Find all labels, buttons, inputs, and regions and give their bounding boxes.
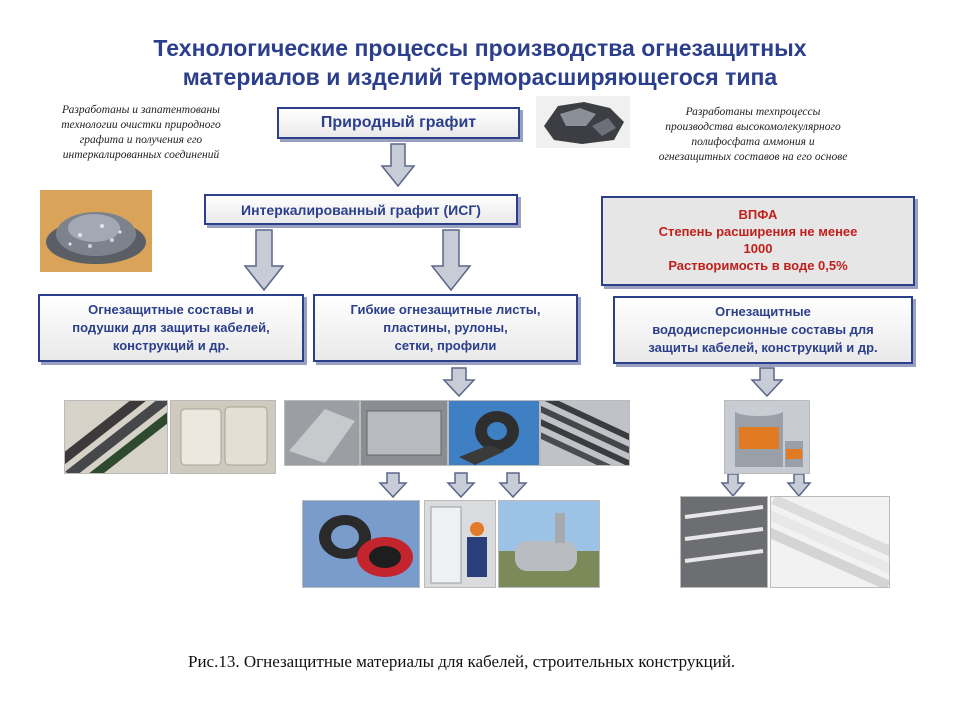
graphite-sheet-photo <box>284 400 360 466</box>
coated-cables-image <box>771 497 889 587</box>
cable-cushions-image <box>65 401 167 473</box>
cable-tray-coated-photo <box>680 496 768 588</box>
right-note-line: огнезащитных составов на его основе <box>658 151 848 163</box>
fireproof-pillows-photo <box>170 400 276 474</box>
right-note-line: Разработаны техпроцессы <box>685 106 821 118</box>
vpfa-expansion-value: 1000 <box>743 241 773 256</box>
arrow-down-icon <box>243 229 285 292</box>
coated-cables-photo <box>770 496 890 588</box>
arrow-down-icon <box>380 143 416 188</box>
arrow-down-icon <box>430 229 472 292</box>
graphite-sheet-image <box>285 401 359 465</box>
flexible-sheets-box: Гибкие огнезащитные листы, пластины, рул… <box>313 294 578 362</box>
arrow-down-icon <box>498 472 528 499</box>
vpfa-box: ВПФА Степень расширения не менее 1000 Ра… <box>601 196 915 286</box>
left-note: Разработаны и запатентованы технологии о… <box>22 103 260 163</box>
intercalated-graphite-label: Интеркалированный графит (ИСГ) <box>241 201 481 218</box>
graphite-profiles-image <box>541 401 629 465</box>
arrow-down-icon <box>720 473 746 498</box>
sheets-line: Гибкие огнезащитные листы, <box>350 302 541 317</box>
fireproof-pillows-image <box>171 401 275 473</box>
tank-installation-photo <box>498 500 600 588</box>
natural-graphite-label: Природный графит <box>320 114 477 131</box>
left-note-line: Разработаны и запатентованы <box>62 104 220 116</box>
left-note-line: графита и получения его <box>79 134 203 146</box>
vpfa-expansion-line: Степень расширения не менее <box>658 224 858 239</box>
graphite-profiles-photo <box>540 400 630 466</box>
vpfa-solubility: Растворимость в воде 0,5% <box>668 258 848 273</box>
sheets-line: сетки, профили <box>394 338 497 353</box>
intercalated-graphite-box: Интеркалированный графит (ИСГ) <box>204 194 518 225</box>
graphite-roll-photo <box>448 400 540 466</box>
sheets-line: пластины, рулоны, <box>383 320 508 335</box>
compounds-line: конструкций и др. <box>112 338 230 353</box>
graphite-flakes-image <box>40 190 152 272</box>
right-note-line: производства высокомолекулярного <box>665 121 841 133</box>
arrow-down-icon <box>750 367 784 398</box>
paint-can-photo <box>724 400 810 474</box>
fire-door-image <box>425 501 495 587</box>
graphite-plate-photo <box>360 400 448 466</box>
right-note-line: полифосфата аммония и <box>691 136 815 148</box>
arrow-down-icon <box>446 472 476 499</box>
arrow-down-icon <box>442 367 476 398</box>
cable-tray-coated-image <box>681 497 767 587</box>
water-dispersion-line: Огнезащитные <box>715 304 811 319</box>
paint-can-image <box>725 401 809 473</box>
water-dispersion-box: Огнезащитные вододисперсионные составы д… <box>613 296 913 364</box>
cable-cushions-photo <box>64 400 168 474</box>
compounds-line: Огнезащитные составы и <box>88 302 254 317</box>
natural-graphite-box: Природный графит <box>277 107 520 139</box>
graphite-rock-image <box>536 96 630 148</box>
graphite-roll-image <box>449 401 539 465</box>
water-dispersion-line: вододисперсионные составы для <box>652 322 874 337</box>
vpfa-title: ВПФА <box>738 207 778 222</box>
tank-installation-image <box>499 501 599 587</box>
left-note-line: технологии очистки природного <box>61 119 221 131</box>
graphite-plate-image <box>361 401 447 465</box>
right-note: Разработаны техпроцессы производства выс… <box>614 105 892 165</box>
arrow-down-icon <box>378 472 408 499</box>
water-dispersion-line: защиты кабелей, конструкций и др. <box>648 340 878 355</box>
figure-caption: Рис.13. Огнезащитные материалы для кабел… <box>188 652 736 671</box>
cable-penetration-seal-image <box>303 501 419 587</box>
arrow-down-icon <box>786 473 812 498</box>
title-line-2: материалов и изделий терморасширяющегося… <box>182 64 778 90</box>
diagram-title: Технологические процессы производства ог… <box>0 34 960 92</box>
graphite-rock-photo <box>536 96 630 148</box>
title-line-1: Технологические процессы производства ог… <box>153 35 807 61</box>
cable-penetration-seal-photo <box>302 500 420 588</box>
fire-door-photo <box>424 500 496 588</box>
fireproof-compounds-box: Огнезащитные составы и подушки для защит… <box>38 294 304 362</box>
graphite-flakes-photo <box>40 190 152 272</box>
compounds-line: подушки для защиты кабелей, <box>72 320 270 335</box>
left-note-line: интеркалированных соединений <box>62 149 220 161</box>
